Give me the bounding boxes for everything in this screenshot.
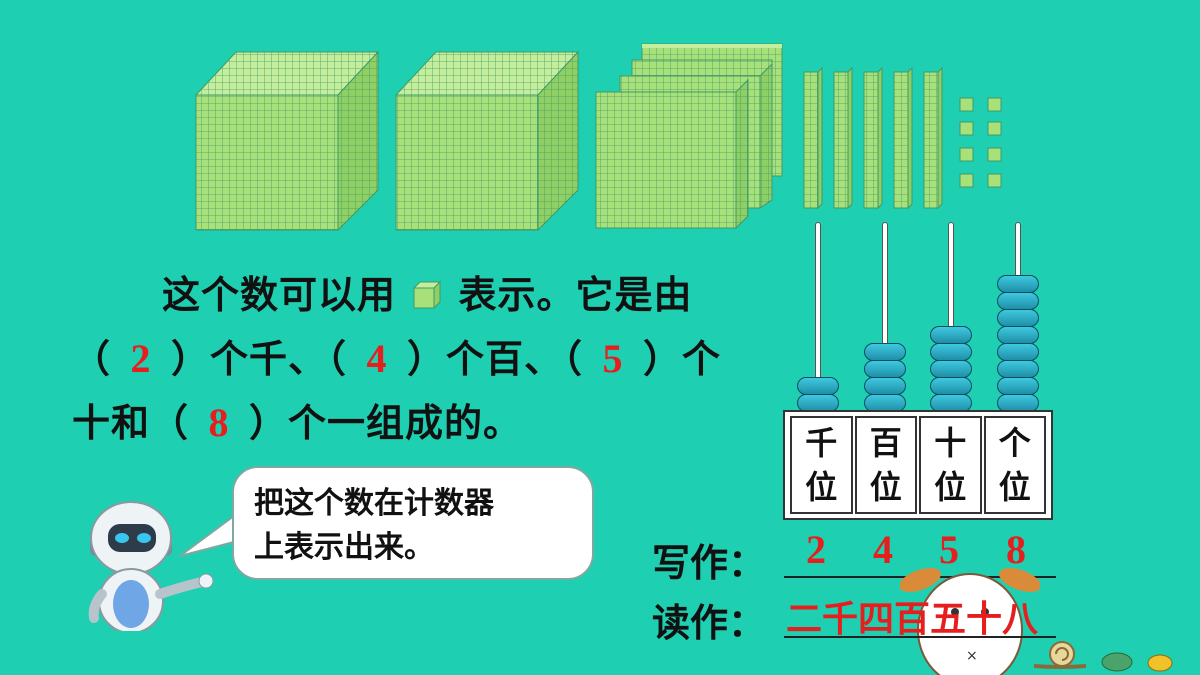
bubble-line-1: 把这个数在计数器 <box>254 486 494 521</box>
write-digit-thousands: 2 <box>806 527 826 572</box>
question-text: ）个千、（ <box>171 336 348 381</box>
unit-cubes <box>959 97 1002 188</box>
base-ten-blocks <box>194 43 1002 232</box>
question-line-2: （ 2 ）个千、（ 4 ）个百、（ 5 ）个 <box>72 328 721 383</box>
answer-thousands: 2 <box>130 336 152 381</box>
place-label-top: 千 <box>805 424 838 462</box>
robot-illustration <box>88 501 214 631</box>
question-text: 表示。它是由 <box>458 272 693 317</box>
question-text: ）个百、（ <box>407 336 584 381</box>
decorative-ball-1 <box>1101 652 1133 672</box>
write-digit-hundreds: 4 <box>873 527 893 572</box>
question-text: ）个 <box>643 336 722 381</box>
robot-eye-right <box>137 533 151 543</box>
abacus-bead[interactable] <box>997 343 1039 361</box>
abacus-bead[interactable] <box>864 377 906 395</box>
speech-bubble: 把这个数在计数器 上表示出来。 <box>232 466 594 580</box>
question-line-1: 这个数可以用 表示。它是由 <box>162 264 693 319</box>
abacus-bead[interactable] <box>864 343 906 361</box>
abacus-bead[interactable] <box>997 360 1039 378</box>
unit-cube-icon <box>413 280 442 310</box>
thousand-cube-2 <box>394 50 580 232</box>
hundred-flats <box>595 43 783 230</box>
read-value: 二千四百五十八 <box>786 598 1039 640</box>
place-label-bottom: 位 <box>934 468 967 506</box>
question-text: 十和（ <box>72 400 190 445</box>
place-label-top: 百 <box>869 424 902 462</box>
answer-ones: 8 <box>208 400 230 445</box>
question-text: ）个一组成的。 <box>249 400 523 445</box>
read-label: 读作： <box>652 600 767 645</box>
question-line-3: 十和（ 8 ）个一组成的。 <box>72 392 522 447</box>
abacus-bead[interactable] <box>797 377 839 395</box>
place-thousands: 千 位 <box>790 416 853 514</box>
place-label-top: 十 <box>934 424 967 462</box>
write-digit-ones: 8 <box>1006 527 1026 572</box>
place-ones: 个 位 <box>983 416 1046 514</box>
abacus-bead[interactable] <box>930 377 972 395</box>
abacus-bead[interactable] <box>997 275 1039 293</box>
place-tens: 十 位 <box>919 416 982 514</box>
place-label-bottom: 位 <box>805 468 838 506</box>
read-underline <box>784 636 1056 638</box>
abacus-bead[interactable] <box>997 377 1039 395</box>
ten-rods <box>803 66 943 210</box>
dog-illustration: × <box>900 567 1040 675</box>
snail-illustration <box>1033 641 1087 669</box>
answer-tens: 5 <box>602 336 624 381</box>
abacus-bead[interactable] <box>864 360 906 378</box>
abacus-bead[interactable] <box>997 309 1039 327</box>
abacus-place-labels: 千 位 百 位 十 位 个 位 <box>783 410 1053 520</box>
thousand-cube-1 <box>194 50 380 232</box>
paren: （ <box>72 336 112 381</box>
place-hundreds: 百 位 <box>854 416 917 514</box>
place-label-top: 个 <box>998 424 1031 462</box>
abacus-bead[interactable] <box>930 360 972 378</box>
robot-eye-left <box>115 533 129 543</box>
abacus-bead[interactable] <box>997 326 1039 344</box>
place-label-bottom: 位 <box>869 468 902 506</box>
abacus-bead[interactable] <box>930 326 972 344</box>
write-digit-tens: 5 <box>939 527 959 572</box>
question-text: 这个数可以用 <box>162 272 397 317</box>
abacus-bead[interactable] <box>997 292 1039 310</box>
place-label-bottom: 位 <box>998 468 1031 506</box>
answer-hundreds: 4 <box>366 336 388 381</box>
decorative-ball-2 <box>1147 654 1173 672</box>
bubble-tail <box>179 514 238 557</box>
bubble-line-2: 上表示出来。 <box>254 530 434 565</box>
write-label: 写作： <box>652 540 767 585</box>
svg-text:×: × <box>966 648 978 664</box>
abacus-bead[interactable] <box>930 343 972 361</box>
